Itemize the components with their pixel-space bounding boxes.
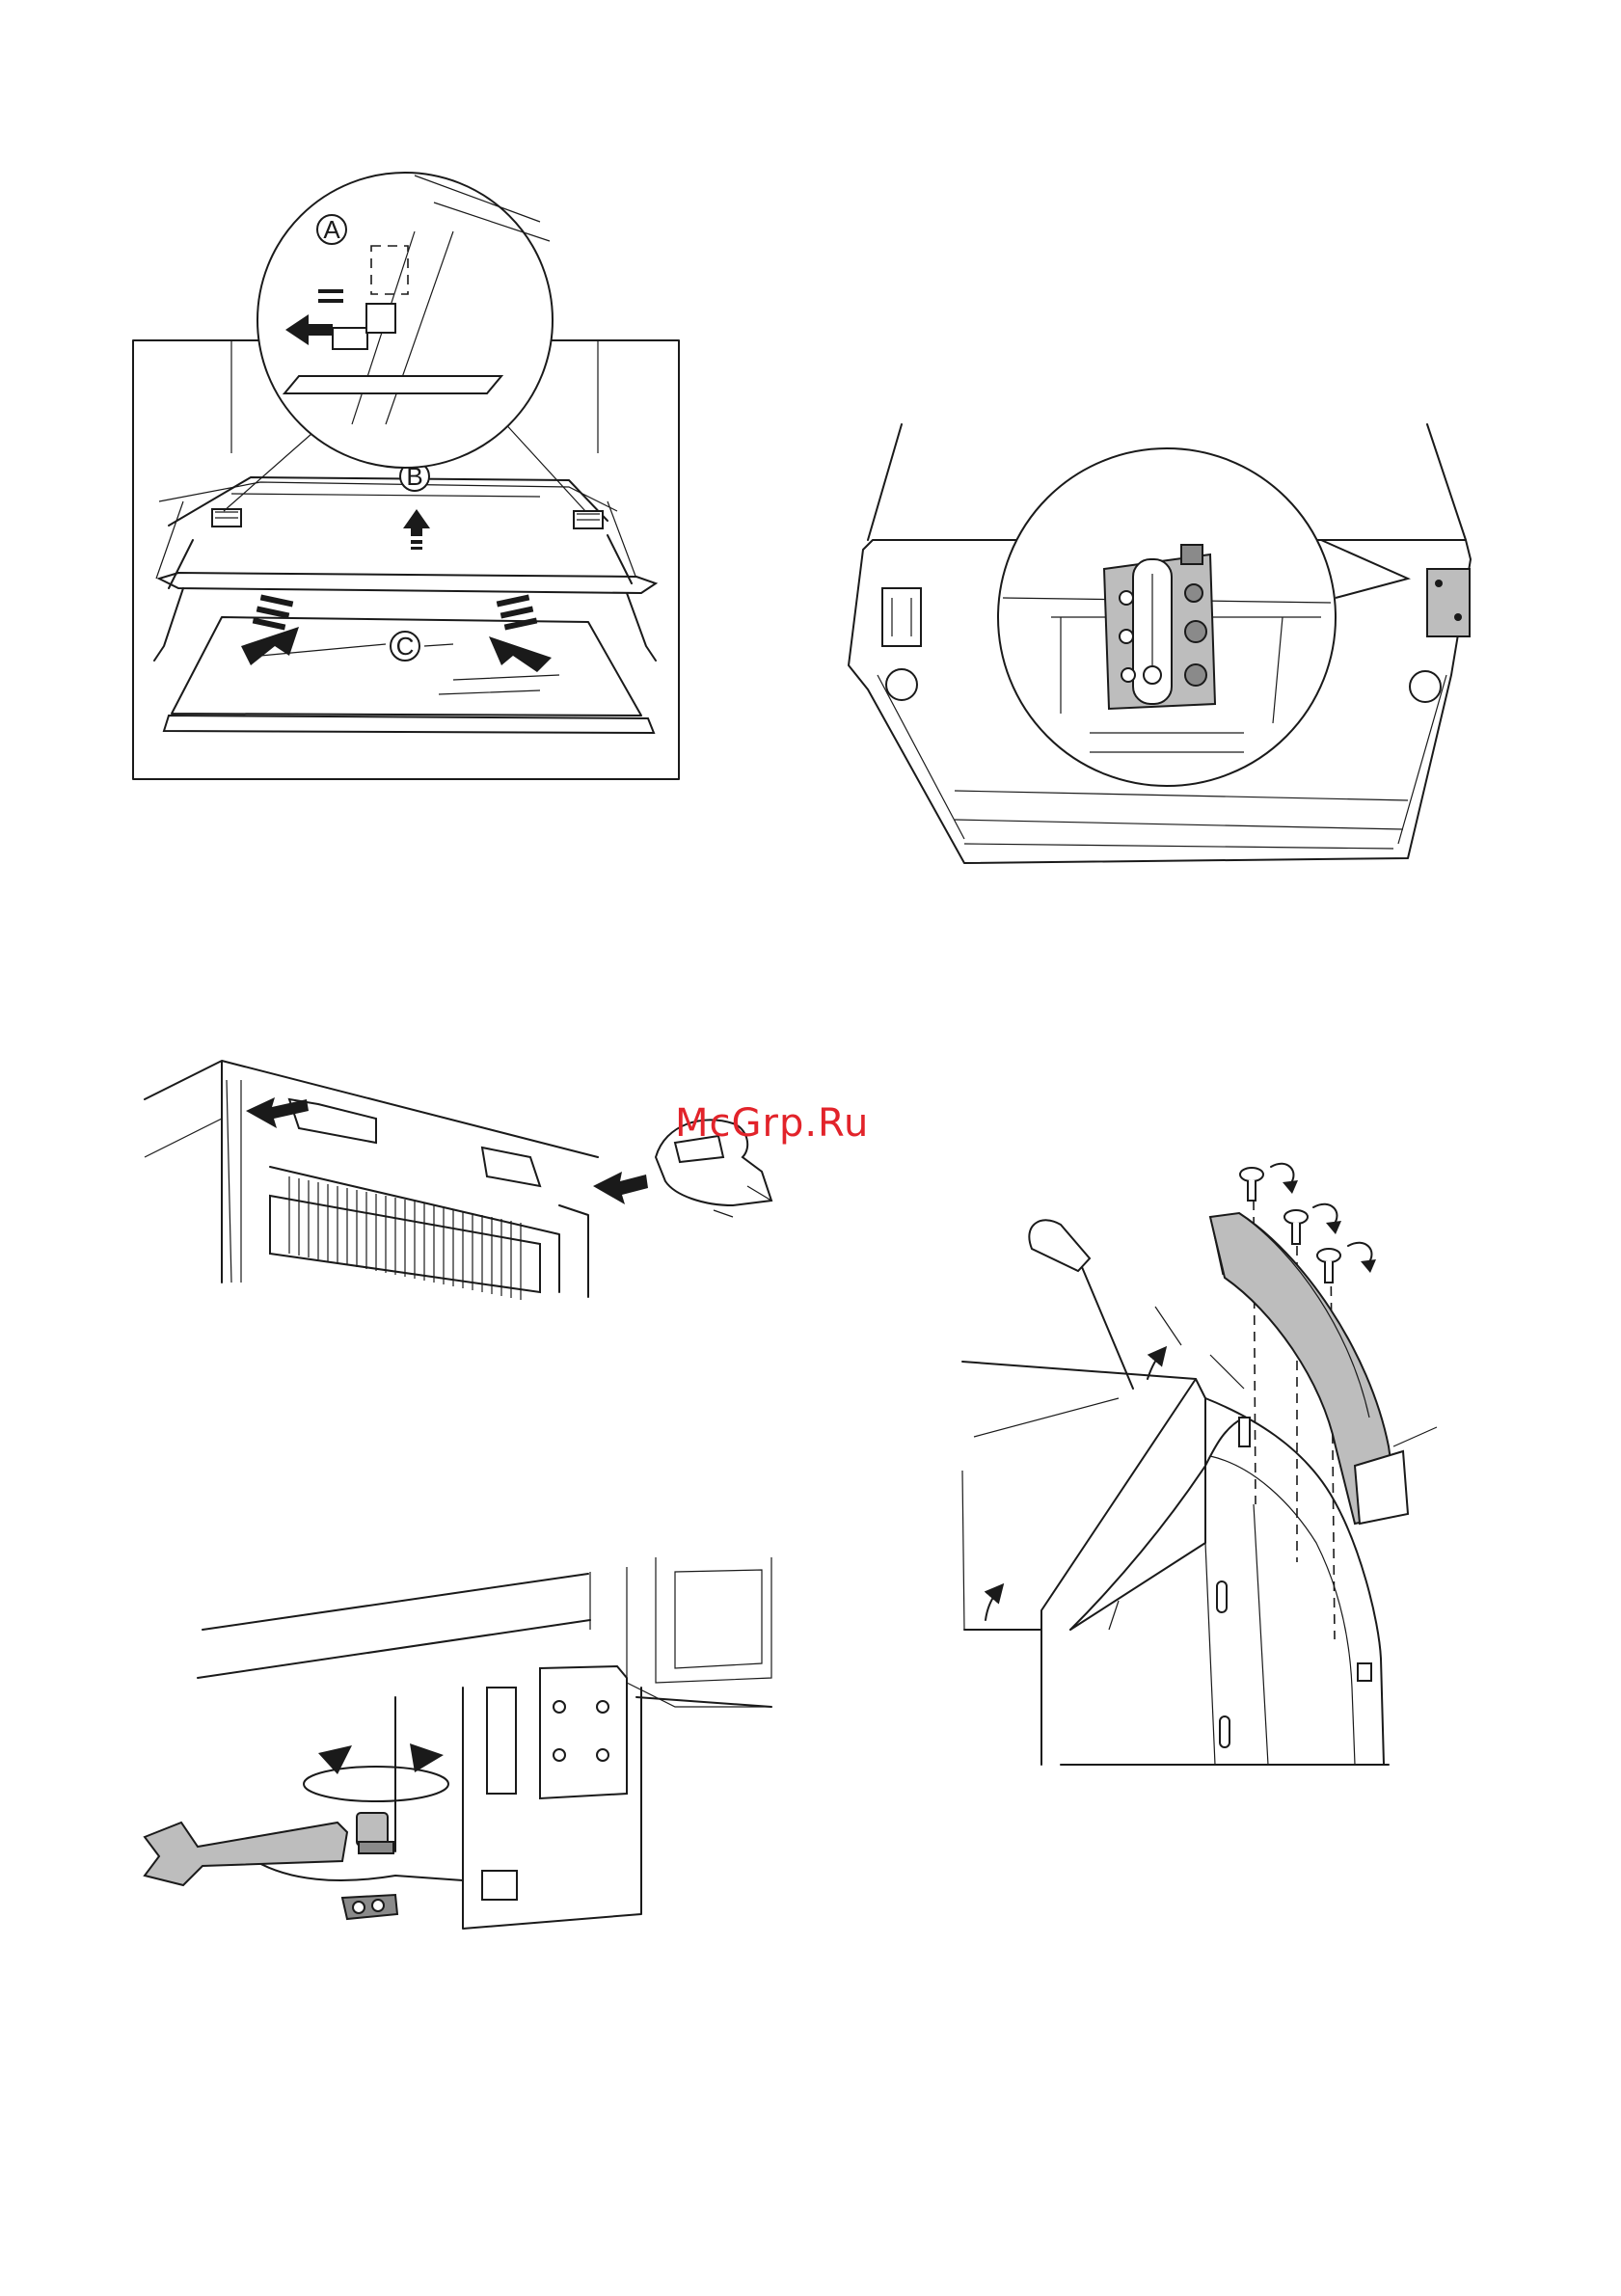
door-handle <box>1210 1213 1408 1524</box>
figure-handle-mounting <box>962 1164 1437 1765</box>
hinge-bottom <box>540 1666 771 1798</box>
watermark: McGrp.Ru <box>675 1101 869 1146</box>
arrow-down-right-icon <box>489 595 552 672</box>
hinge-plate <box>1104 545 1215 709</box>
arrow-left-icon <box>593 1172 648 1204</box>
shelf-front-trim <box>159 573 656 593</box>
arrow-up-icon <box>403 509 430 550</box>
wrench-icon <box>145 1813 393 1885</box>
screw-icon <box>1317 1249 1340 1283</box>
foot-right <box>1410 671 1441 702</box>
condenser-coil <box>270 1176 540 1300</box>
callout-c-label: C <box>396 632 415 661</box>
rotate-icon <box>304 1743 448 1801</box>
callout-a-label: A <box>323 215 340 244</box>
figure-foot-adjustment <box>145 1557 771 1929</box>
figure-hinge-pin-removal <box>145 1061 771 1300</box>
hinge-small <box>1427 569 1470 636</box>
figure-hinge-detail <box>849 424 1471 863</box>
foot-left <box>886 669 917 700</box>
screw-icon <box>1284 1210 1308 1244</box>
figure-shelf-removal: B C A <box>133 173 679 779</box>
screwdriver-icon <box>1029 1220 1133 1389</box>
arrow-up-icon <box>986 1352 1162 1620</box>
screw-icon <box>1240 1168 1263 1201</box>
leveling-foot <box>342 1895 397 1919</box>
